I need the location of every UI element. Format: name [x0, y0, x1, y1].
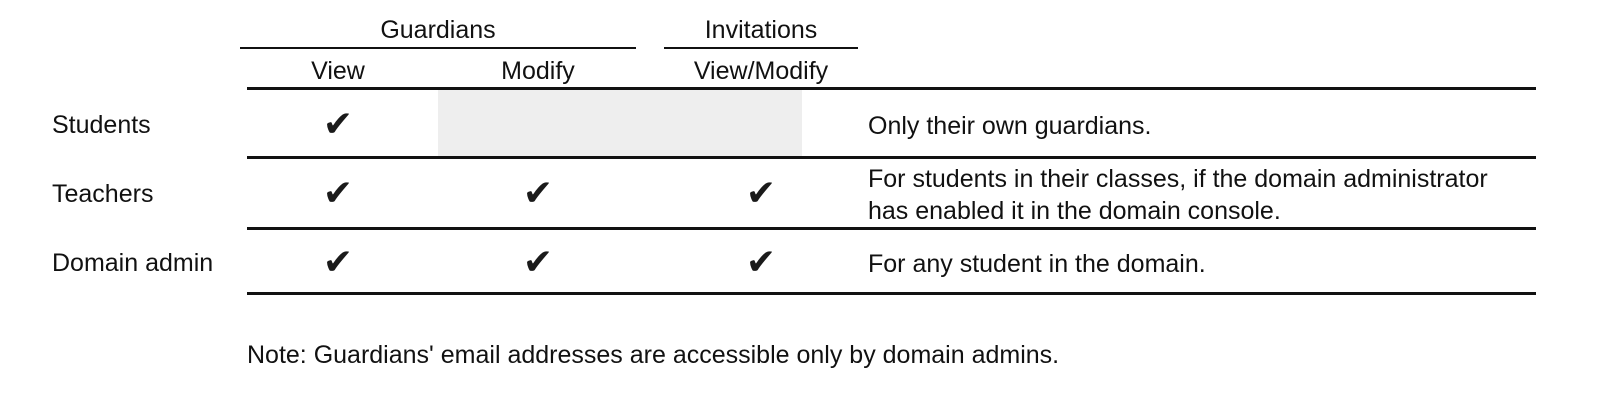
column-header-guardians-modify: Modify: [440, 57, 636, 85]
row-label-students: Students: [52, 110, 151, 140]
table-rule-bottom: [247, 292, 1536, 295]
row-label-text: Students: [52, 111, 151, 139]
checkmark-icon: ✔: [745, 242, 777, 283]
cell-check-domain-admin-guardians-view: ✔: [310, 245, 366, 281]
table-rule-after-students: [247, 156, 1536, 159]
row-label-teachers: Teachers: [52, 179, 153, 209]
cell-check-teachers-guardians-modify: ✔: [510, 176, 566, 212]
footnote-text: Note: Guardians' email addresses are acc…: [247, 341, 1060, 369]
notes-text: Only their own guardians.: [868, 112, 1152, 140]
table-rule-header-bottom: [247, 87, 1536, 90]
column-header-label: View: [311, 57, 365, 85]
cell-check-teachers-guardians-view: ✔: [310, 176, 366, 212]
checkmark-icon: ✔: [322, 104, 354, 145]
column-header-label: View/Modify: [693, 57, 829, 85]
table-rule-after-teachers: [247, 227, 1536, 230]
cell-shaded-students-modify-invitations: [438, 90, 802, 156]
notes-text: For students in their classes, if the do…: [868, 165, 1488, 225]
checkmark-icon: ✔: [522, 173, 554, 214]
cell-notes-teachers: For students in their classes, if the do…: [868, 163, 1513, 227]
cell-notes-students: Only their own guardians.: [868, 110, 1518, 142]
column-group-rule-guardians: [240, 47, 636, 49]
cell-check-domain-admin-guardians-modify: ✔: [510, 245, 566, 281]
cell-notes-domain-admin: For any student in the domain.: [868, 248, 1518, 280]
row-label-text: Teachers: [52, 180, 154, 208]
column-header-guardians-view: View: [240, 57, 436, 85]
column-group-label: Guardians: [380, 16, 496, 44]
checkmark-icon: ✔: [322, 173, 354, 214]
footnote: Note: Guardians' email addresses are acc…: [247, 340, 1059, 370]
checkmark-icon: ✔: [322, 242, 354, 283]
row-label-domain-admin: Domain admin: [52, 248, 213, 278]
cell-check-students-guardians-view: ✔: [310, 107, 366, 143]
column-group-label: Invitations: [704, 16, 818, 44]
cell-check-teachers-invitations: ✔: [733, 176, 789, 212]
notes-text: For any student in the domain.: [868, 250, 1206, 278]
column-group-rule-invitations: [664, 47, 858, 49]
checkmark-icon: ✔: [522, 242, 554, 283]
column-group-header-invitations: Invitations: [664, 16, 858, 44]
cell-check-domain-admin-invitations: ✔: [733, 245, 789, 281]
column-group-header-guardians: Guardians: [240, 16, 636, 44]
column-header-label: Modify: [501, 57, 575, 85]
row-label-text: Domain admin: [52, 249, 214, 277]
checkmark-icon: ✔: [745, 173, 777, 214]
column-header-invitations-view-modify: View/Modify: [664, 57, 858, 85]
